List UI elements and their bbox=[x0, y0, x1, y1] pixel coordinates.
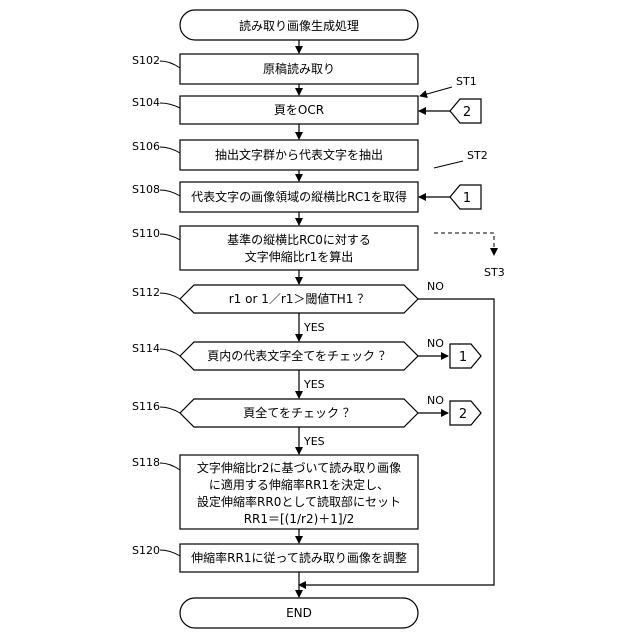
connector-2-s116-label: 2 bbox=[459, 407, 467, 422]
decision-s116: 頁全てをチェック ？ S116 bbox=[132, 399, 418, 427]
step-s120-text: 伸縮率RR1に従って読み取り画像を調整 bbox=[191, 550, 407, 565]
step-s110-text-line2: 文字伸縮比r1を算出 bbox=[245, 249, 354, 264]
step-s118-text-line2: に適用する伸縮率RR1を決定し、 bbox=[209, 477, 389, 492]
decision-s116-id: S116 bbox=[132, 400, 160, 413]
connector-1-s114-label: 1 bbox=[459, 350, 467, 365]
st3-label: ST3 bbox=[484, 266, 505, 279]
no-label-s116: NO bbox=[427, 394, 444, 407]
step-s110: 基準の縦横比RC0に対する 文字伸縮比r1を算出 S110 bbox=[132, 226, 418, 270]
step-s118-text-line3: 設定伸縮率RR0として読取部にセット bbox=[197, 494, 401, 509]
step-s104-text: 頁をOCR bbox=[274, 103, 324, 117]
st2-label: ST2 bbox=[467, 149, 488, 162]
end-label: END bbox=[286, 606, 312, 620]
step-s118: 文字伸縮比r2に基づいて読み取り画像 に適用する伸縮率RR1を決定し、 設定伸縮… bbox=[132, 455, 418, 529]
step-s118-text-line4: RR1＝[(1/r2)＋1]/2 bbox=[244, 512, 355, 526]
connector-1-s108-label: 1 bbox=[463, 191, 471, 206]
decision-s116-text: 頁全てをチェック ？ bbox=[243, 405, 355, 420]
step-s108-leader bbox=[160, 190, 180, 196]
step-s106: 抽出文字群から代表文字を抽出 S106 bbox=[132, 140, 418, 170]
step-s102-text: 原稿読み取り bbox=[263, 61, 335, 76]
step-s102: 原稿読み取り S102 bbox=[132, 54, 418, 84]
decision-s114-id: S114 bbox=[132, 342, 160, 355]
step-s102-id: S102 bbox=[132, 54, 160, 67]
step-s106-id: S106 bbox=[132, 140, 160, 153]
decision-s112: r1 or 1／r1＞閾値TH1 ？ S112 bbox=[132, 285, 418, 313]
no-branch-s116: NO bbox=[418, 394, 448, 413]
decision-s116-leader bbox=[160, 407, 180, 413]
step-s106-leader bbox=[160, 147, 180, 153]
decision-s112-text: r1 or 1／r1＞閾値TH1 ？ bbox=[229, 291, 369, 306]
no-label-s112: NO bbox=[427, 280, 444, 293]
st3-annotation: ST3 bbox=[434, 233, 505, 279]
no-branch-s114: NO bbox=[418, 337, 448, 356]
step-s104-leader bbox=[160, 103, 180, 108]
step-s118-id: S118 bbox=[132, 456, 160, 469]
yes-label-s114: YES bbox=[303, 378, 325, 391]
connector-1-s114: 1 bbox=[450, 344, 481, 368]
step-s120-id: S120 bbox=[132, 544, 160, 557]
st2-annotation: ST2 bbox=[434, 149, 488, 168]
decision-s114-leader bbox=[160, 349, 180, 356]
end-terminal: END bbox=[180, 598, 418, 628]
yes-label-s116: YES bbox=[303, 435, 325, 448]
decision-s112-leader bbox=[160, 293, 180, 299]
step-s120-leader bbox=[160, 550, 180, 556]
connector-1-s108: 1 bbox=[419, 185, 481, 209]
no-branch-s112: NO bbox=[299, 280, 494, 585]
decision-s114: 頁内の代表文字全てをチェック ？ S114 bbox=[132, 342, 418, 370]
step-s106-text: 抽出文字群から代表文字を抽出 bbox=[215, 147, 383, 162]
step-s118-leader bbox=[160, 463, 180, 470]
step-s104-id: S104 bbox=[132, 96, 160, 109]
step-s110-text-line1: 基準の縦横比RC0に対する bbox=[227, 232, 371, 247]
step-s108: 代表文字の画像領域の縦横比RC1を取得 S108 bbox=[132, 182, 418, 212]
step-s118-text-line1: 文字伸縮比r2に基づいて読み取り画像 bbox=[197, 460, 401, 475]
st1-label: ST1 bbox=[456, 75, 477, 88]
start-label: 読み取り画像生成処理 bbox=[239, 18, 359, 33]
decision-s114-text: 頁内の代表文字全てをチェック ？ bbox=[207, 348, 391, 363]
decision-s112-id: S112 bbox=[132, 286, 160, 299]
connector-2-s116: 2 bbox=[450, 401, 481, 425]
step-s110-leader bbox=[160, 234, 180, 240]
step-s108-id: S108 bbox=[132, 183, 160, 196]
start-terminal: 読み取り画像生成処理 bbox=[180, 10, 418, 40]
step-s108-text: 代表文字の画像領域の縦横比RC1を取得 bbox=[191, 189, 407, 204]
yes-label-s112: YES bbox=[303, 321, 325, 334]
connector-2-s104: 2 bbox=[419, 99, 481, 123]
st1-annotation: ST1 bbox=[420, 75, 477, 96]
step-s104: 頁をOCR S104 bbox=[132, 96, 418, 124]
step-s110-id: S110 bbox=[132, 227, 160, 240]
connector-2-s104-label: 2 bbox=[463, 105, 471, 120]
no-label-s114: NO bbox=[427, 337, 444, 350]
step-s102-leader bbox=[160, 61, 180, 68]
step-s120: 伸縮率RR1に従って読み取り画像を調整 S120 bbox=[132, 544, 418, 572]
